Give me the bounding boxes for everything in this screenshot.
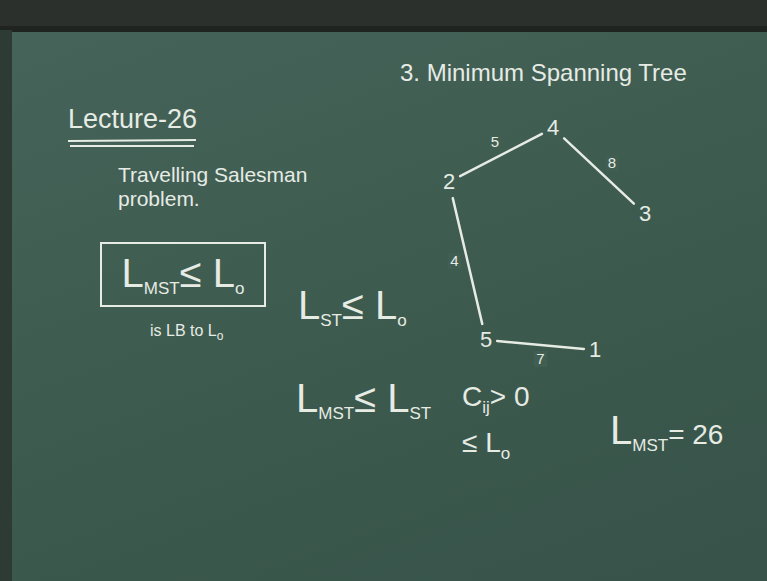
graph-vertex: 5 [477, 326, 495, 354]
chalk-text: o [397, 311, 406, 330]
box-text: L [122, 251, 144, 295]
chalk-text: L [296, 376, 318, 420]
vertex-label: 4 [547, 115, 559, 140]
graph-vertex: 3 [636, 200, 654, 228]
chalk-text: ≤ L [462, 427, 501, 458]
chalk-text: ij [482, 398, 490, 417]
lecture-title: Lecture-26 [68, 104, 197, 135]
tree-edge [564, 138, 634, 203]
edge-weight: 8 [606, 155, 618, 172]
edge-weight: 5 [489, 134, 501, 151]
chalk-text: L [610, 408, 632, 452]
chalk-note: LMST≤ LST [296, 376, 431, 424]
vertex-label: 1 [589, 337, 601, 362]
tree-edge [460, 134, 542, 176]
chalk-text: 3. Minimum Spanning Tree [400, 59, 687, 86]
title-underline [70, 145, 194, 147]
chalk-text: MST [632, 436, 668, 455]
chalk-text: ≤ L [342, 283, 397, 327]
edge-weight: 7 [534, 351, 546, 368]
chalk-text: L [298, 283, 320, 327]
chalk-note: 3. Minimum Spanning Tree [400, 60, 687, 86]
graph-vertex: 4 [544, 114, 562, 142]
chalk-note: LMST= 26 [610, 408, 723, 456]
bound-box: LMST≤ Lo [100, 242, 266, 307]
chalk-note: ≤ Lo [462, 428, 510, 464]
title-underline [68, 140, 196, 141]
chalk-text: C [462, 381, 482, 412]
chalk-note: Cij> 0 [462, 382, 530, 418]
graph-vertex: 1 [586, 336, 604, 364]
graph-vertex: 2 [440, 168, 458, 196]
chalk-note: Travelling Salesman problem. [118, 163, 308, 211]
chalk-text: o [217, 329, 224, 343]
chalk-note: LST≤ Lo [298, 283, 407, 331]
chalk-text: Travelling Salesman problem. [118, 163, 307, 210]
board-left-edge [0, 30, 12, 581]
chalk-text: ≤ L [354, 376, 409, 420]
chalk-text: ST [320, 311, 342, 330]
chalk-text: MST [318, 404, 354, 423]
vertex-label: 3 [639, 201, 651, 226]
vertex-label: 5 [480, 327, 492, 352]
box-text: MST [144, 279, 180, 298]
chalk-note: is LB to Lo [150, 322, 223, 343]
chalk-text: > 0 [490, 381, 530, 412]
board-frame-edge [0, 26, 767, 32]
chalk-text: is LB to L [150, 322, 217, 339]
tree-edge [497, 341, 584, 349]
chalk-text: o [501, 444, 510, 463]
box-text: ≤ L [180, 251, 235, 295]
chalk-text: = 26 [668, 419, 723, 450]
board-frame [0, 0, 767, 30]
box-content: LMST≤ Lo [122, 251, 245, 299]
box-text: o [235, 279, 244, 298]
edge-weight: 4 [448, 253, 460, 270]
vertex-label: 2 [443, 169, 455, 194]
chalk-text: ST [409, 404, 431, 423]
